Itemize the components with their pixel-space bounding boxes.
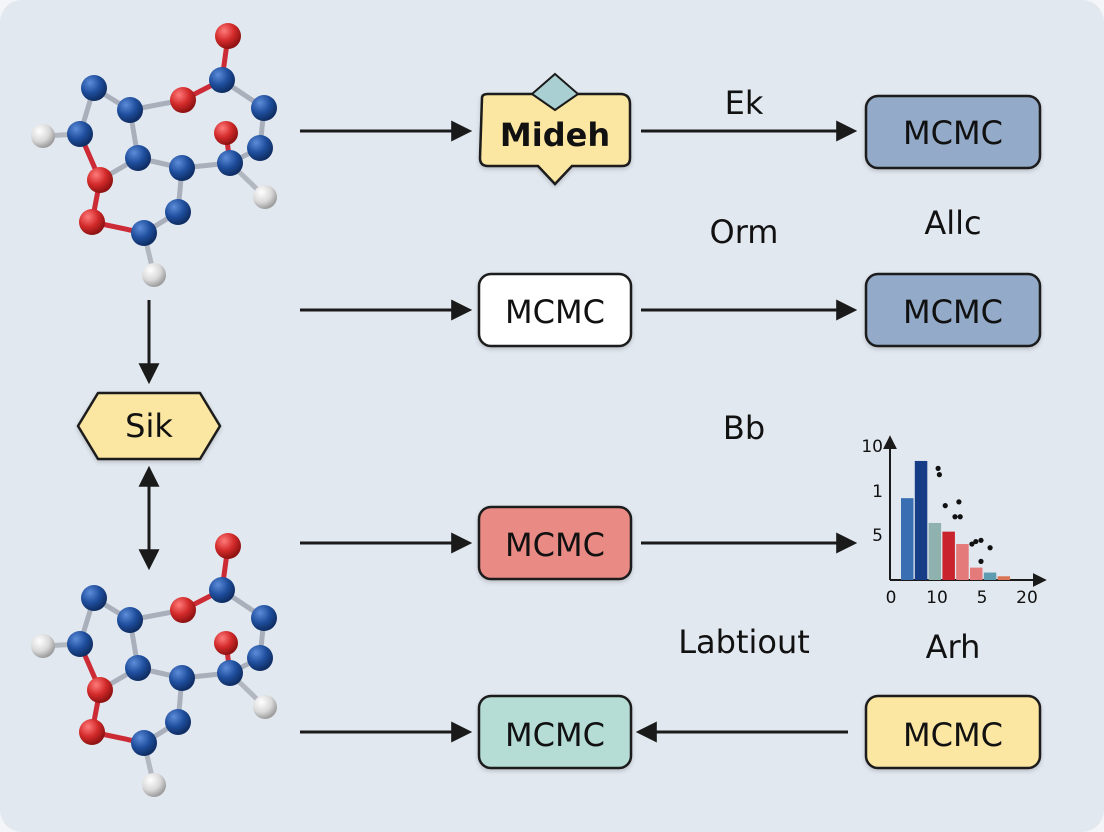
- chart-bar: [928, 522, 942, 580]
- label-bb: Bb: [723, 409, 765, 447]
- chart-bar: [997, 576, 1011, 580]
- label-orm: Orm: [710, 213, 779, 251]
- node-mcmc-mid-left[interactable]: [477, 272, 633, 348]
- node-mcmc-mid-right[interactable]: [864, 272, 1042, 348]
- node-sik[interactable]: [76, 391, 222, 461]
- node-mcmc-red-label: MCMC: [505, 526, 605, 564]
- node-mcmc-red[interactable]: [477, 505, 633, 581]
- chart-point: [973, 538, 979, 545]
- node-mideh[interactable]: [478, 82, 632, 186]
- node-mcmc-mid-left-label: MCMC: [505, 293, 605, 331]
- chart-point: [957, 514, 963, 520]
- chart-bar: [970, 567, 983, 580]
- label-allc: Allc: [924, 204, 981, 242]
- chart-bar: [914, 460, 928, 580]
- chart-x-tick-label: 5: [977, 588, 988, 608]
- label-ek: Ek: [725, 84, 764, 122]
- chart-x-tick-label: 20: [1016, 588, 1038, 608]
- chart-x-tick-label: 0: [886, 588, 897, 608]
- chart-bar: [983, 572, 997, 580]
- chart-y-tick-label: 5: [872, 526, 883, 546]
- molecule-bottom: [31, 533, 277, 797]
- chart-x-tick-label: 10: [926, 588, 948, 608]
- node-mcmc-green[interactable]: [477, 694, 633, 770]
- chart-y-tick-label: 10: [861, 437, 883, 457]
- node-mcmc-top-right-label: MCMC: [903, 114, 1003, 152]
- chart-bar: [901, 498, 914, 580]
- node-mcmc-yellow[interactable]: [864, 694, 1042, 770]
- label-labtiout: Labtiout: [678, 623, 810, 661]
- node-mcmc-top-right[interactable]: [864, 94, 1042, 170]
- node-mideh-label: Mideh: [500, 116, 610, 154]
- chart-bar: [942, 531, 955, 580]
- chart-point: [969, 541, 975, 547]
- node-sik-label: Sik: [125, 407, 173, 445]
- chart-point: [978, 558, 984, 565]
- node-mcmc-mid-right-label: MCMC: [903, 293, 1003, 331]
- node-mcmc-yellow-label: MCMC: [903, 716, 1003, 754]
- chart-point: [935, 465, 941, 471]
- mini-chart: 10 1 5 0 10 5 20: [861, 435, 1047, 608]
- node-mcmc-green-label: MCMC: [505, 716, 605, 754]
- chart-point: [936, 472, 943, 478]
- chart-point: [942, 503, 948, 509]
- molecule-top: [31, 23, 277, 287]
- chart-point: [956, 499, 962, 505]
- chart-y-tick-label: 1: [872, 482, 883, 502]
- chart-point: [952, 514, 958, 520]
- label-arh: Arh: [926, 628, 981, 666]
- chart-point: [987, 545, 993, 551]
- node-mideh-diamond: [530, 72, 580, 112]
- chart-bar: [956, 544, 969, 580]
- chart-point: [978, 537, 984, 543]
